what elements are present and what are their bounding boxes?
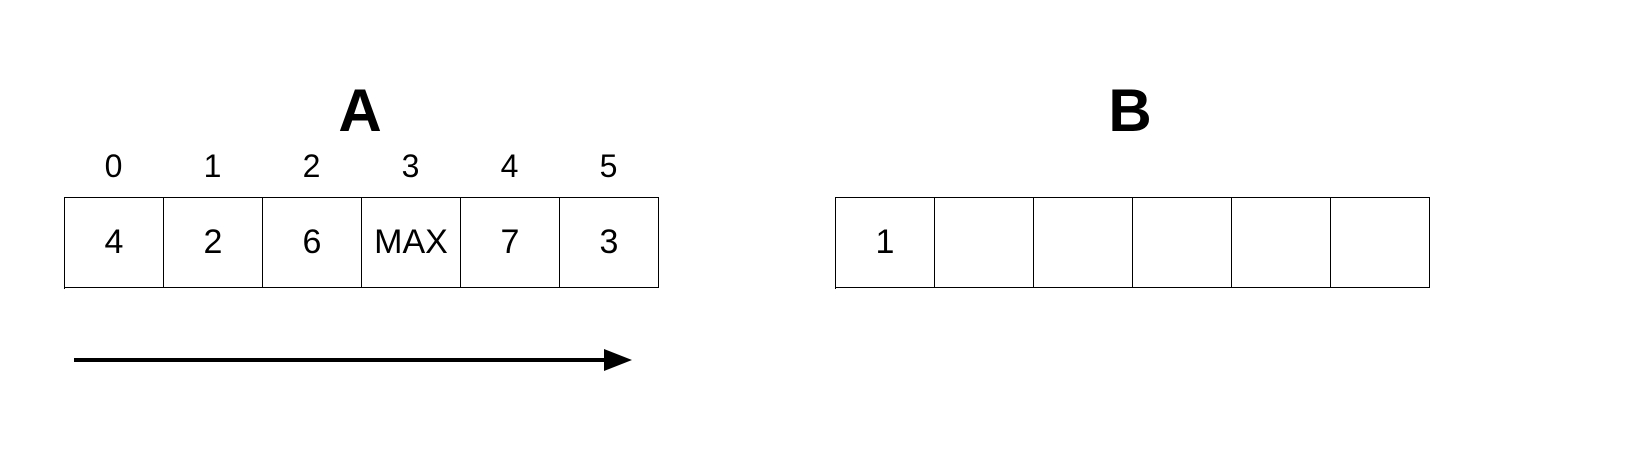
array-b-cell	[1232, 197, 1331, 288]
arrow-head	[604, 349, 632, 371]
array-b-cell	[1133, 197, 1232, 288]
array-a-cell: 2	[164, 197, 263, 288]
array-a-index-label: 1	[203, 148, 222, 184]
array-a-index-label: 4	[500, 148, 519, 184]
array-a-index-label: 0	[104, 148, 123, 184]
array-b-cell	[1034, 197, 1133, 288]
array-b-cell: 1	[836, 197, 935, 288]
array-a-title: A	[338, 77, 382, 144]
array-b-cell	[935, 197, 1034, 288]
array-a-index-label: 3	[401, 148, 420, 184]
direction-arrow-icon	[74, 349, 632, 371]
array-b-title: B	[1108, 77, 1152, 144]
array-a-cell: 4	[65, 197, 164, 288]
array-a-cell: MAX	[362, 197, 461, 288]
array-b-cells: 1	[835, 197, 1430, 289]
array-a-cell: 7	[461, 197, 560, 288]
array-b-cell	[1331, 197, 1430, 288]
array-a-index-row: 0 1 2 3 4 5	[64, 148, 658, 184]
array-a-cells: 4 2 6 MAX 7 3	[64, 197, 659, 289]
array-a-cell: 6	[263, 197, 362, 288]
array-a-cell: 3	[560, 197, 659, 288]
array-a-index-label: 2	[302, 148, 321, 184]
array-a-index-label: 5	[599, 148, 618, 184]
